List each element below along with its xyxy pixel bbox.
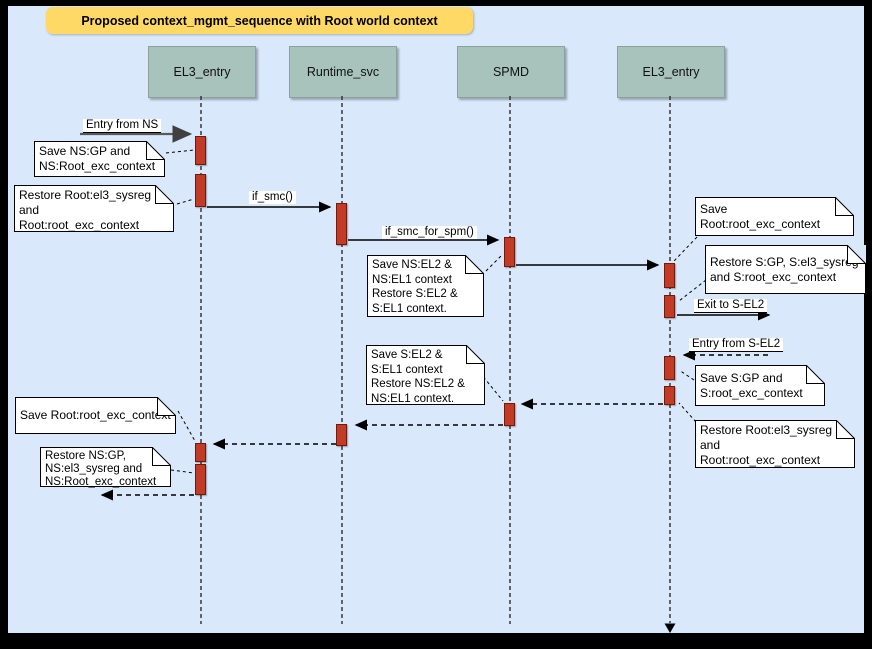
note-save-root-exc-right: Save Root:root_exc_context [695,197,854,236]
activation-bar [504,237,515,267]
message-label-if-smc: if_smc() [249,191,296,204]
note-fold-icon [157,397,176,416]
activation-bar [195,174,206,207]
activation-bar [195,443,206,462]
note-restore-s-gp: Restore S:GP, S:el3_sysreg and S:root_ex… [705,245,866,294]
note-restore-root-el3-sysreg: Restore Root:el3_sysreg and Root:root_ex… [14,185,174,232]
note-fold-icon [465,255,484,274]
message-label-if-smc-for-spm: if_smc_for_spm() [382,226,477,239]
note-restore-ns-gp: Restore NS:GP, NS:el3_sysreg and NS:Root… [40,447,171,488]
activation-bar [336,203,347,245]
activation-bar [664,356,675,380]
activation-bar [664,386,675,405]
note-fold-icon [847,245,866,264]
note-fold-icon [806,365,825,384]
note-save-ns-el2: Save NS:EL2 & NS:EL1 context Restore S:E… [367,255,484,317]
note-fold-icon [836,420,855,439]
message-label-entry-from-ns: Entry from NS [83,119,162,133]
activation-bar [664,263,675,288]
note-fold-icon [155,185,174,204]
actor-el3-entry-right: EL3_entry [617,46,725,98]
note-fold-icon [152,447,171,466]
activation-bar [664,295,675,318]
note-restore-root-el3-sysreg-right: Restore Root:el3_sysreg and Root:root_ex… [695,420,855,468]
diagram-canvas [8,6,864,633]
activation-bar [336,424,347,446]
activation-bar [195,136,206,165]
note-save-root-exc-left: Save Root:root_exc_context [15,397,176,434]
note-save-s-el2: Save S:EL2 & S:EL1 context Restore NS:EL… [366,345,485,405]
message-label-exit-to-s-el2: Exit to S-EL2 [694,299,768,313]
note-fold-icon [146,141,165,160]
note-fold-icon [466,345,485,364]
note-save-s-gp: Save S:GP and S:root_exc_context [695,365,825,406]
note-save-ns-gp: Save NS:GP and NS:Root_exc_context [34,141,165,177]
actor-el3-entry-left: EL3_entry [148,46,256,98]
activation-bar [195,464,206,495]
message-label-entry-from-s-el2: Entry from S-EL2 [689,338,784,352]
diagram-title: Proposed context_mgmt_sequence with Root… [46,7,473,34]
actor-runtime-svc: Runtime_svc [289,46,397,98]
note-fold-icon [835,197,854,216]
activation-bar [504,403,515,426]
actor-spmd: SPMD [457,46,565,98]
